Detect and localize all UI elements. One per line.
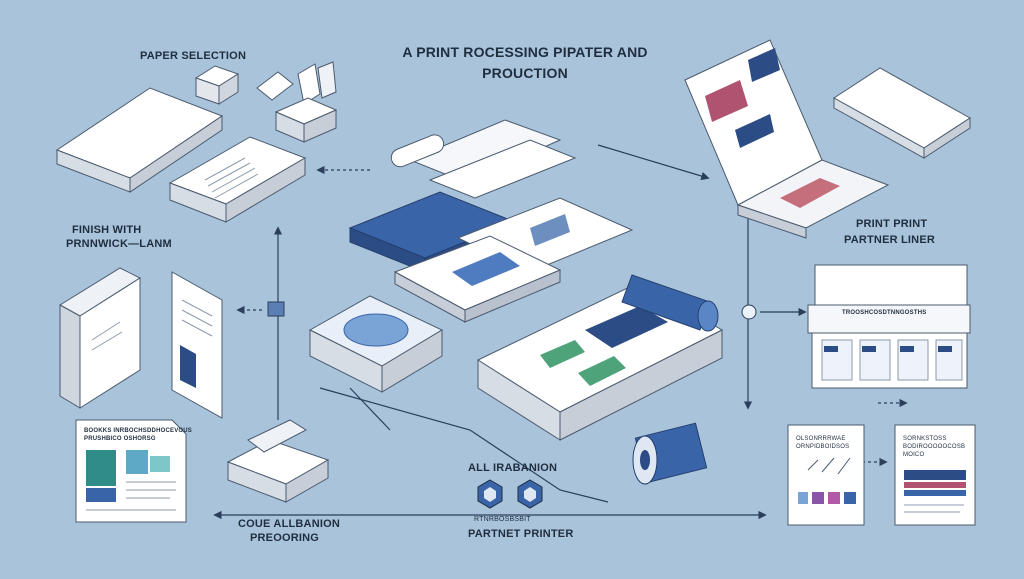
- diagram-title: A PRINT ROCESSING PIPATER AND PROUCTION: [365, 44, 685, 82]
- label-print-partner-line-1: PRINT PRINT: [856, 218, 928, 230]
- tall-sheet: [171, 271, 223, 419]
- right-panel-machine: [807, 264, 971, 389]
- connector-short: [349, 387, 391, 431]
- connector-node-square: [267, 301, 285, 317]
- cube-icon-left: [477, 479, 503, 509]
- cube-icon-right: [517, 479, 543, 509]
- doc-left-line-2: PRUSHBICO OSHORSG: [84, 436, 156, 442]
- center-booklets: [348, 119, 634, 323]
- report-document-right-2: [894, 424, 976, 526]
- binder: [59, 267, 142, 409]
- label-bottom-left-line-2: PREOORING: [250, 532, 320, 544]
- doc-right1-line-2: ORNPIDBOIDSOS: [796, 444, 850, 450]
- label-print-partner-line-2: PARTNER LINER: [844, 234, 936, 246]
- panel-header-text: TROOSHCOSDTNNGOSTHS: [842, 310, 927, 316]
- paper-stack-small: [274, 97, 338, 143]
- doc-right2-line-1: SORNKSTOSS: [903, 436, 947, 442]
- doc-right1-line-1: OLSONRRRWAE: [796, 436, 846, 442]
- paper-stack-large: [55, 87, 224, 193]
- label-paper-selection: PAPER SELECTION: [140, 50, 247, 62]
- label-finish-line-1: FINISH WITH: [72, 224, 142, 236]
- report-document-left: [75, 419, 187, 523]
- doc-right2-line-3: MOICO: [903, 452, 925, 458]
- paper-stack-bottom: [226, 419, 330, 503]
- paper-stack-medium: [168, 136, 307, 223]
- label-bottom-left-line-1: COUE ALLBANION: [238, 518, 340, 530]
- blue-roll-tube: [621, 274, 719, 332]
- blue-plate-stack: [308, 295, 444, 393]
- label-center-bottom: ALL IRABANION: [468, 462, 558, 474]
- label-finish-line-2: PRNNWICK—LANM: [66, 238, 172, 250]
- paper-stack-right: [833, 67, 971, 159]
- open-magazine: [684, 39, 890, 239]
- title-line-2: PROUCTION: [482, 64, 568, 81]
- label-partner-printer: PARTNET PRINTER: [468, 528, 574, 540]
- connector-curve: [319, 387, 609, 503]
- connector-node-circle: [741, 304, 757, 320]
- label-partner-small: RTNRBOSBSBIT: [474, 516, 531, 523]
- title-line-1: A PRINT ROCESSING PIPATER AND: [402, 44, 648, 60]
- folded-sheets: [256, 61, 337, 105]
- doc-left-line-1: BOOKKS INRBOCHSDDHOCEVOUS: [84, 428, 193, 434]
- doc-right2-line-2: BODIROOOOOCOSB: [903, 444, 966, 450]
- paper-roll: [632, 422, 708, 485]
- report-document-right-1: [787, 424, 865, 526]
- arrow-to-magazine: [597, 144, 710, 181]
- paper-cube: [194, 65, 240, 105]
